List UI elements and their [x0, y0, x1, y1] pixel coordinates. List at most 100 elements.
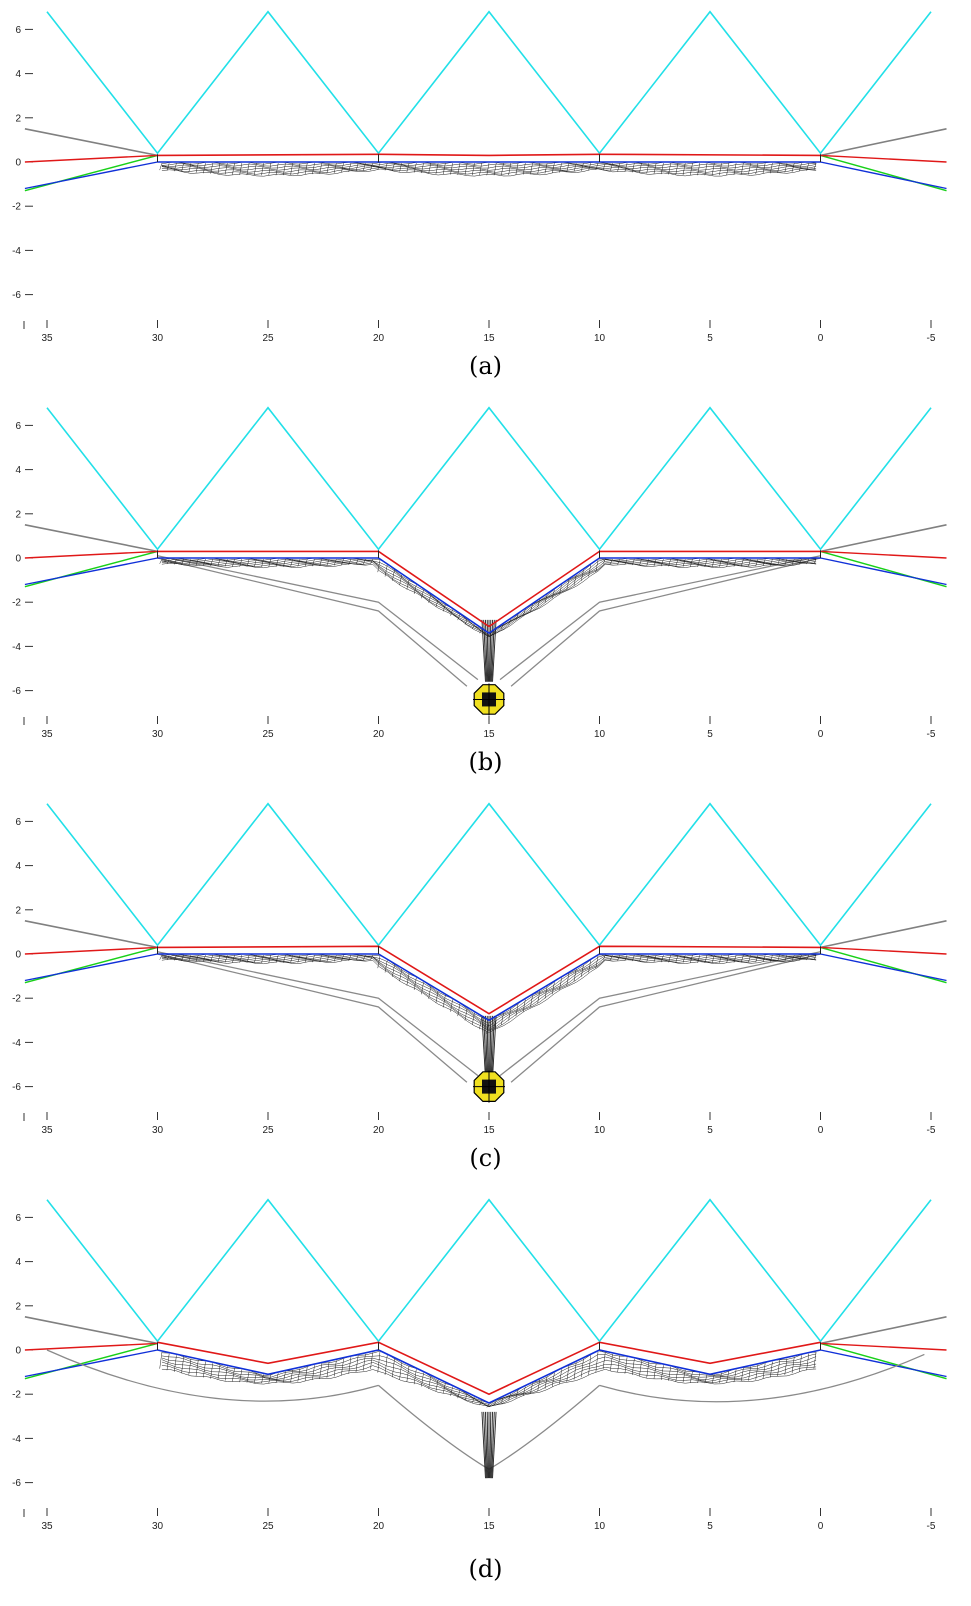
mesh-col: [442, 995, 446, 1008]
mesh-col: [217, 559, 221, 567]
mesh-col: [450, 609, 453, 616]
mesh-col: [537, 599, 541, 608]
mesh-col: [464, 163, 468, 176]
mesh-col: [413, 1369, 417, 1385]
mesh-col: [472, 1397, 475, 1403]
mesh-col: [246, 1371, 250, 1383]
mesh-col: [631, 1358, 635, 1376]
mesh-col: [275, 1373, 279, 1384]
mesh-col: [602, 163, 606, 171]
mesh-col: [704, 559, 708, 567]
mesh-col: [283, 163, 286, 176]
mesh-col: [268, 559, 272, 567]
mesh-tail: [486, 1015, 489, 1078]
x-tick-label: 0: [818, 1521, 824, 1532]
lower-cable: [599, 1353, 925, 1403]
mesh-col: [239, 163, 243, 175]
y-tick-label: 0: [15, 554, 21, 565]
mesh-col: [312, 163, 315, 175]
mesh-col: [253, 1372, 257, 1383]
mesh-col: [297, 955, 301, 963]
guy-line-right-green: [820, 550, 947, 588]
mesh-row: [161, 1365, 817, 1407]
mesh-col: [573, 1362, 577, 1380]
mesh-col: [384, 960, 388, 973]
mesh-col: [682, 163, 686, 175]
mesh-col: [726, 559, 730, 567]
mesh-col: [624, 955, 628, 961]
guy-line-left-green: [24, 550, 158, 588]
y-tick-label: 2: [15, 509, 21, 520]
mesh-col: [181, 955, 184, 961]
net-mesh-icon: [159, 161, 817, 177]
mesh-col: [588, 163, 591, 171]
mesh-col: [159, 1352, 163, 1369]
guy-line-left-red: [24, 946, 158, 955]
mesh-col: [784, 559, 788, 566]
mesh-col: [297, 559, 301, 567]
mesh-col: [697, 163, 701, 176]
guy-line-right-green: [820, 946, 947, 984]
mesh-col: [203, 955, 206, 962]
mesh-col: [384, 1355, 388, 1375]
bottom-chord: [157, 1349, 821, 1404]
mesh-col: [413, 163, 417, 173]
caption-b: (b): [468, 748, 503, 776]
support-cables: [46, 802, 932, 947]
support-cables: [46, 1198, 932, 1343]
mesh-col: [501, 163, 504, 176]
mesh-col: [682, 559, 686, 567]
mesh-col: [624, 559, 628, 565]
mesh-col: [326, 955, 330, 962]
net-mesh-icon: [159, 557, 817, 682]
mesh-col: [341, 163, 344, 173]
mesh-col: [355, 163, 359, 172]
y-tick-label: -4: [12, 246, 21, 257]
y-tick-label: 6: [15, 1213, 21, 1224]
mesh-col: [224, 163, 228, 175]
mesh-col: [813, 954, 817, 960]
mesh-col: [559, 584, 562, 595]
mesh-col: [537, 990, 541, 1004]
net-mesh-icon: [159, 1350, 817, 1479]
mesh-col: [522, 163, 526, 175]
mesh-col: [653, 1363, 657, 1379]
guy-line-right-blue: [820, 1349, 947, 1378]
mesh-col: [224, 1366, 228, 1381]
guy-line-right-grey: [820, 524, 947, 553]
lower-cable: [510, 557, 821, 687]
mesh-col: [275, 955, 279, 963]
mesh-col: [551, 163, 555, 174]
mesh-col: [697, 1373, 701, 1384]
mesh-col: [704, 163, 708, 176]
mesh-col: [290, 559, 293, 567]
mesh-col: [660, 1365, 664, 1380]
mesh-col: [210, 163, 214, 174]
mesh-col: [624, 1357, 628, 1374]
mesh-col: [421, 1372, 424, 1387]
bottom-chord: [157, 557, 821, 635]
mesh-col: [508, 1008, 512, 1021]
mesh-col: [566, 1365, 570, 1382]
x-tick-label: 35: [41, 1125, 53, 1136]
mesh-col: [675, 559, 679, 567]
x-tick-label: 5: [707, 333, 713, 344]
x-tick-label: 15: [483, 729, 495, 740]
bottom-chord: [157, 953, 821, 1022]
y-tick-label: -4: [12, 1038, 21, 1049]
mesh-tail: [489, 1015, 492, 1078]
mesh-col: [748, 559, 751, 567]
mesh-col: [210, 1363, 214, 1379]
mesh-col: [617, 955, 621, 961]
y-tick-label: -6: [12, 1478, 21, 1489]
mesh-col: [515, 1003, 519, 1017]
mesh-col: [399, 969, 403, 982]
mesh-col: [791, 163, 795, 172]
mesh-col: [566, 579, 570, 590]
mesh-col: [748, 163, 751, 175]
mesh-col: [631, 955, 635, 962]
mesh-col: [399, 163, 403, 172]
mesh-col: [522, 999, 526, 1012]
